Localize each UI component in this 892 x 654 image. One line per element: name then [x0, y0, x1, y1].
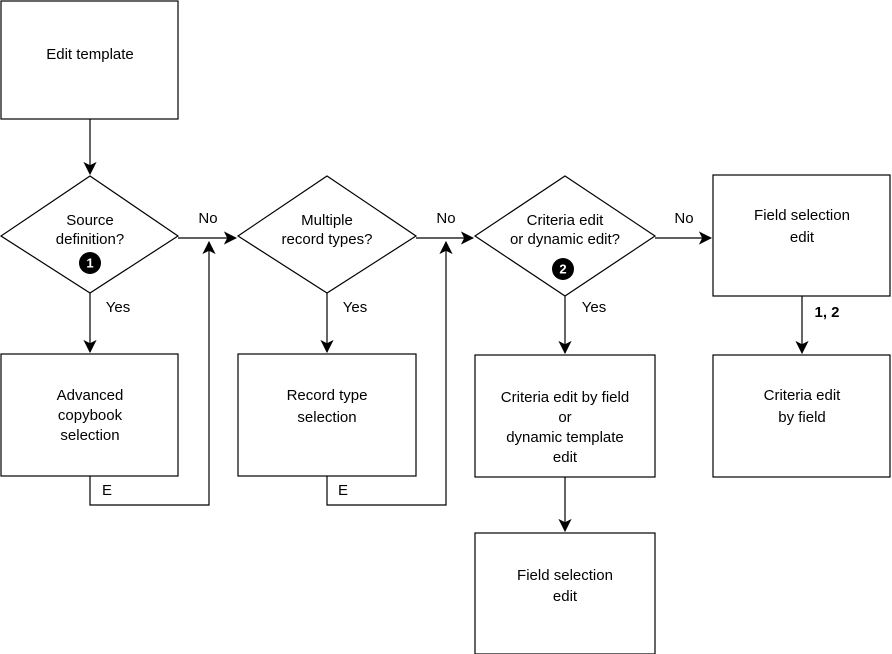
edge-label-loop-e-2: E: [338, 482, 348, 499]
advanced-copybook-label-line3: selection: [60, 427, 119, 444]
connector-loop-e-record-type-selection: [326, 240, 453, 506]
badge-circle-2: [552, 258, 574, 280]
criteria-edit-dynamic-label-line1: Criteria edit by field: [501, 389, 629, 406]
criteria-or-dynamic-label-line2: or dynamic edit?: [510, 231, 620, 248]
advanced-copybook-label-line1: Advanced: [57, 387, 124, 404]
edge-label-loop-e-1: E: [102, 482, 112, 499]
criteria-edit-dynamic-label-line4: edit: [553, 449, 578, 466]
edge-label-yes-3: Yes: [582, 299, 606, 316]
node-source-definition[interactable]: Source definition? 1: [0, 175, 180, 294]
criteria-edit-by-field-right-label-line1: Criteria edit: [764, 387, 842, 404]
source-definition-label-line2: definition?: [56, 231, 124, 248]
multiple-record-types-diamond[interactable]: [236, 175, 418, 294]
advanced-copybook-label-line2: copybook: [58, 407, 123, 424]
node-advanced-copybook-selection[interactable]: Advanced copybook selection: [0, 353, 179, 477]
record-type-selection-label-line1: Record type: [287, 387, 368, 404]
advanced-copybook-selection-box[interactable]: [0, 353, 179, 477]
node-multiple-record-types[interactable]: Multiple record types?: [236, 175, 418, 294]
criteria-edit-dynamic-label-line2: or: [558, 409, 571, 426]
criteria-edit-dynamic-label-line3: dynamic template: [506, 429, 624, 446]
field-selection-edit-right-label-line2: edit: [790, 229, 815, 246]
field-selection-edit-right-label-line1: Field selection: [754, 207, 850, 224]
source-definition-label-line1: Source: [66, 212, 114, 229]
node-field-selection-edit-bottom[interactable]: Field selection edit: [474, 532, 656, 654]
edit-template-box[interactable]: [0, 0, 179, 120]
node-edit-template[interactable]: Edit template: [0, 0, 179, 120]
edge-label-no-3: No: [674, 210, 693, 227]
badge-circle-1: [79, 252, 101, 274]
record-type-selection-box[interactable]: [237, 353, 417, 477]
edge-label-no-2: No: [436, 210, 455, 227]
criteria-or-dynamic-diamond[interactable]: [473, 175, 657, 297]
node-criteria-edit-by-field-right[interactable]: Criteria edit by field: [712, 354, 891, 478]
edit-template-label: Edit template: [46, 46, 134, 63]
node-criteria-edit-by-field-or-dynamic[interactable]: Criteria edit by field or dynamic templa…: [474, 354, 656, 478]
criteria-edit-by-field-right-box[interactable]: [712, 354, 891, 478]
node-field-selection-edit-right[interactable]: Field selection edit: [712, 174, 891, 297]
badge-label-2: 2: [559, 261, 566, 276]
field-selection-edit-bottom-label-line1: Field selection: [517, 567, 613, 584]
edge-label-yes-1: Yes: [106, 299, 130, 316]
node-criteria-or-dynamic-edit[interactable]: Criteria edit or dynamic edit? 2: [473, 175, 657, 297]
connector-loop-e-advanced-copybook: [89, 240, 216, 506]
criteria-edit-by-field-or-dynamic-box[interactable]: [474, 354, 656, 478]
multiple-record-types-label-line2: record types?: [282, 231, 373, 248]
field-selection-edit-bottom-label-line2: edit: [553, 588, 578, 605]
edge-label-yes-2: Yes: [343, 299, 367, 316]
badge-label-1: 1: [86, 255, 93, 270]
node-record-type-selection[interactable]: Record type selection: [237, 353, 417, 477]
record-type-selection-label-line2: selection: [297, 409, 356, 426]
criteria-edit-by-field-right-label-line2: by field: [778, 409, 826, 426]
edge-label-one-two: 1, 2: [814, 304, 839, 321]
edge-label-no-1: No: [198, 210, 217, 227]
multiple-record-types-label-line1: Multiple: [301, 212, 353, 229]
source-definition-diamond[interactable]: [0, 175, 180, 294]
field-selection-edit-right-box[interactable]: [712, 174, 891, 297]
field-selection-edit-bottom-box[interactable]: [474, 532, 656, 654]
criteria-or-dynamic-label-line1: Criteria edit: [527, 212, 605, 229]
